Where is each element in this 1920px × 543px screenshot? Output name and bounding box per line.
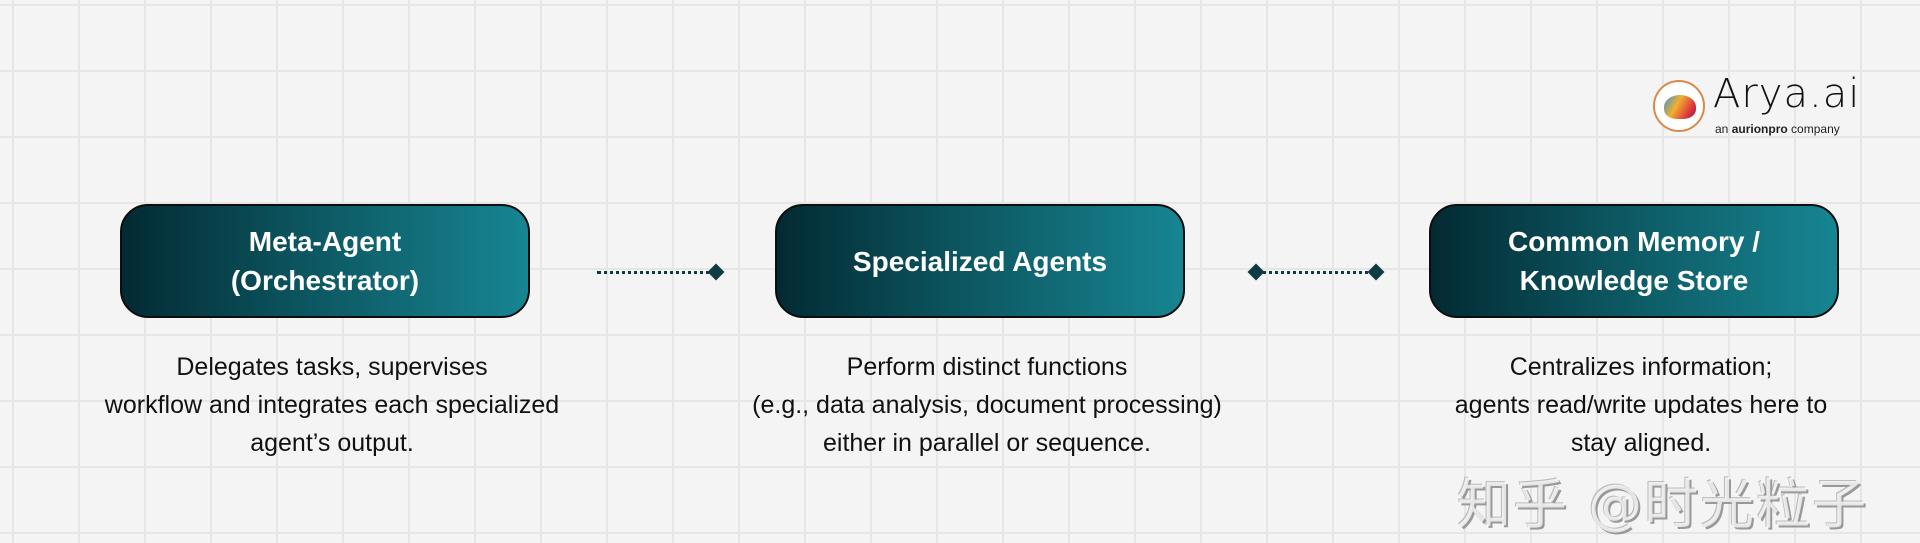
node-title: Knowledge Store	[1519, 265, 1749, 296]
node-title: Specialized Agents	[852, 245, 1108, 277]
diamond-marker-icon	[1247, 263, 1265, 281]
node-specialized-agents: Specialized Agents	[775, 204, 1185, 318]
diamond-marker-icon	[707, 263, 725, 281]
node-title: (Orchestrator)	[230, 265, 420, 296]
node-meta-agent: Meta-Agent (Orchestrator)	[120, 204, 530, 318]
logo-name: Arya.ai	[1713, 71, 1861, 117]
connector-line-1	[597, 271, 717, 274]
node-common-memory: Common Memory / Knowledge Store	[1429, 204, 1839, 318]
node-title: Common Memory /	[1507, 226, 1761, 257]
brain-logo-icon	[1653, 80, 1705, 132]
node-title: Meta-Agent	[248, 226, 402, 257]
diamond-marker-icon	[1367, 263, 1385, 281]
node-description-common-memory: Centralizes information;agents read/writ…	[1454, 353, 1828, 457]
arya-logo: Arya.ai an aurionpro company	[1653, 71, 1859, 138]
connector-line-2	[1256, 271, 1376, 274]
node-description-specialized-agents: Perform distinct functions(e.g., data an…	[752, 353, 1222, 457]
watermark: 知乎 @时光粒子	[1457, 473, 1869, 536]
logo-tagline: an aurionpro company	[1715, 122, 1840, 136]
